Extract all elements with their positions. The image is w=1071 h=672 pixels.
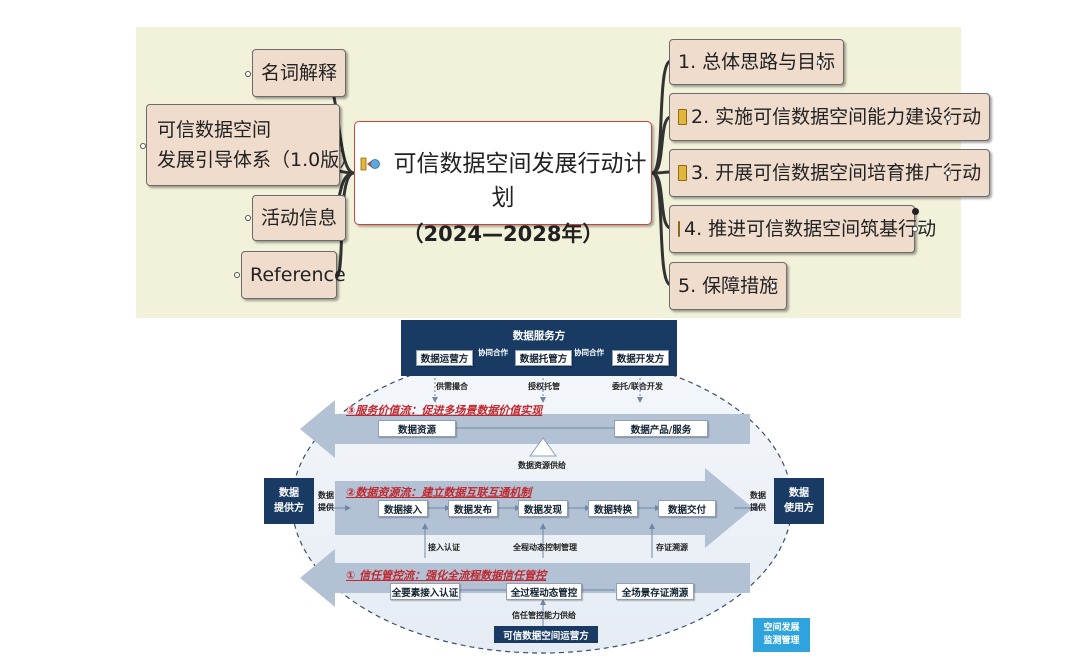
- node-glossary[interactable]: 名词解释: [252, 49, 347, 97]
- label-matching: 供需撮合: [436, 382, 468, 391]
- full-process-control-box[interactable]: 全过程动态管控: [506, 583, 582, 600]
- node-capacity-building-label: 2. 实施可信数据空间能力建设行动: [691, 106, 982, 128]
- provider-side-line1: 数据: [318, 491, 334, 500]
- data-resource-box[interactable]: 数据资源: [378, 420, 456, 437]
- flow2-title: ②数据资源流：建立数据互联互通机制: [346, 486, 532, 499]
- space-monitor-line2: 监测管理: [763, 636, 800, 646]
- provider-side-line2: 提供: [318, 503, 334, 512]
- space-monitor-box[interactable]: 空间发展 监测管理: [753, 618, 810, 652]
- flow1-title: ① 信任管控流：强化全流程数据信任管控: [346, 569, 547, 582]
- data-service-panel: 数据服务方: [401, 320, 677, 376]
- node-glossary-label: 名词解释: [261, 62, 338, 84]
- data-delivery-box[interactable]: 数据交付: [658, 500, 716, 517]
- coop-label-1: 协同合作: [478, 348, 508, 357]
- user-side-line1: 数据: [750, 491, 766, 500]
- collapse-dot-icon[interactable]: [245, 215, 251, 221]
- node-cultivation-promotion-label: 3. 开展可信数据空间培育推广行动: [691, 162, 982, 184]
- collapse-dot-icon[interactable]: [945, 170, 951, 176]
- full-element-auth-box[interactable]: 全要素接入认证: [390, 583, 460, 600]
- node-general-approach-label: 1. 总体思路与目标: [678, 51, 836, 73]
- mindmap-panel: 名词解释 可信数据空间 发展引导体系（1.0版） 活动信息 Reference …: [136, 27, 991, 318]
- data-provider-box[interactable]: 数据 提供方: [264, 478, 314, 524]
- node-guidance-line2: 发展引导体系（1.0版）: [157, 149, 359, 171]
- label-joint-development: 委托/联合开发: [612, 382, 663, 391]
- marker-dot-icon: [912, 208, 919, 215]
- coop-label-2: 协同合作: [574, 348, 604, 357]
- node-guidance-system[interactable]: 可信数据空间 发展引导体系（1.0版）: [146, 104, 358, 186]
- collapse-dot-icon[interactable]: [817, 59, 823, 65]
- central-topic-line2: （2024—2028年）: [402, 222, 604, 246]
- node-capacity-building[interactable]: 2. 实施可信数据空间能力建设行动: [669, 93, 991, 141]
- collapse-dot-icon[interactable]: [912, 226, 918, 232]
- central-topic-icon: [360, 152, 380, 178]
- data-user-line1: 数据: [789, 488, 809, 499]
- data-custodian-box[interactable]: 数据托管方: [515, 350, 572, 366]
- label-authorized-custody: 授权托管: [528, 382, 560, 391]
- collapse-dot-icon[interactable]: [140, 143, 146, 149]
- flag-icon: [678, 165, 687, 181]
- data-access-box[interactable]: 数据接入: [378, 500, 428, 517]
- data-provider-line1: 数据: [279, 488, 299, 499]
- node-event-info[interactable]: 活动信息: [252, 195, 347, 241]
- central-topic-line1: 可信数据空间发展行动计划: [393, 151, 647, 211]
- label-traceability: 存证溯源: [656, 543, 688, 552]
- data-developer-box[interactable]: 数据开发方: [612, 350, 669, 366]
- flag-icon: [678, 221, 680, 237]
- full-scenario-trace-box[interactable]: 全场景存证溯源: [616, 583, 694, 600]
- collapse-dot-icon[interactable]: [770, 283, 776, 289]
- data-service-title: 数据服务方: [512, 330, 566, 342]
- node-safeguards-label: 5. 保障措施: [678, 275, 779, 297]
- data-publish-box[interactable]: 数据发布: [448, 500, 498, 517]
- data-user-line2: 使用方: [784, 503, 814, 514]
- space-monitor-line1: 空间发展: [763, 623, 800, 633]
- space-operator-box[interactable]: 可信数据空间运营方: [494, 626, 598, 643]
- collapse-dot-icon[interactable]: [245, 71, 251, 77]
- label-trust-supply: 信任管控能力供给: [512, 611, 576, 620]
- user-side-label: 数据 提供: [750, 490, 766, 514]
- data-transform-box[interactable]: 数据转换: [588, 500, 638, 517]
- data-provider-line2: 提供方: [274, 503, 304, 514]
- framework-diagram: 数据服务方 数据运营方 数据托管方 数据开发方 协同合作 协同合作 供需撮合 授…: [260, 318, 826, 654]
- node-foundation[interactable]: 4. 推进可信数据空间筑基行动: [669, 205, 936, 253]
- label-dynamic-control: 全程动态控制管理: [513, 543, 577, 552]
- central-topic[interactable]: 可信数据空间发展行动计划 （2024—2028年）: [354, 121, 652, 246]
- data-user-box[interactable]: 数据 使用方: [774, 478, 824, 524]
- node-cultivation-promotion[interactable]: 3. 开展可信数据空间培育推广行动: [669, 149, 991, 197]
- user-side-line2: 提供: [750, 503, 766, 512]
- node-foundation-label: 4. 推进可信数据空间筑基行动: [684, 218, 937, 240]
- node-safeguards[interactable]: 5. 保障措施: [669, 262, 788, 310]
- flag-icon: [678, 109, 687, 125]
- central-topic-title: 可信数据空间发展行动计划: [355, 144, 651, 212]
- label-resource-supply: 数据资源供给: [518, 461, 566, 470]
- data-product-box[interactable]: 数据产品/服务: [614, 420, 708, 437]
- node-guidance-line1: 可信数据空间: [157, 119, 272, 141]
- label-access-auth: 接入认证: [428, 543, 460, 552]
- collapse-dot-icon[interactable]: [945, 115, 951, 121]
- node-reference-label: Reference: [250, 264, 346, 286]
- node-event-info-label: 活动信息: [261, 207, 338, 229]
- node-reference[interactable]: Reference: [241, 251, 346, 299]
- collapse-dot-icon[interactable]: [234, 272, 240, 278]
- data-operator-box[interactable]: 数据运营方: [416, 350, 473, 366]
- provider-side-label: 数据 提供: [318, 490, 334, 514]
- flow3-title: ③服务价值流：促进多场景数据价值实现: [346, 404, 543, 417]
- node-general-approach[interactable]: 1. 总体思路与目标: [669, 39, 845, 85]
- data-discovery-box[interactable]: 数据发现: [518, 500, 568, 517]
